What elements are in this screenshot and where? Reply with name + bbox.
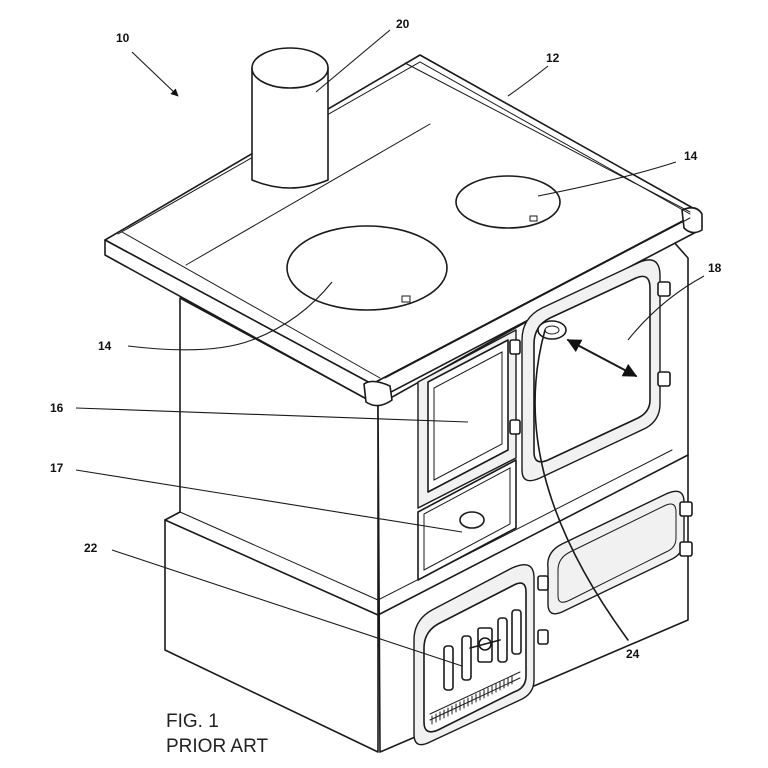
corner-bumper — [363, 380, 393, 407]
figure-caption: FIG. 1 — [166, 711, 219, 732]
hotplate-small — [455, 175, 561, 229]
leader-18 — [627, 275, 705, 341]
ref-20: 20 — [396, 17, 410, 31]
leader-20 — [315, 29, 391, 93]
flue-pipe — [251, 47, 329, 189]
ref-16: 16 — [50, 401, 64, 415]
leader-14-right — [537, 161, 677, 197]
arrow-10 — [131, 51, 179, 97]
leader-14-left — [127, 281, 333, 351]
ref-12: 12 — [546, 51, 560, 65]
ref-14-left: 14 — [98, 339, 112, 353]
oven-knob — [537, 320, 567, 340]
movement-arrow — [566, 339, 638, 377]
firebox-door — [417, 329, 521, 509]
ash-door — [417, 459, 517, 581]
tube-24 — [534, 329, 629, 641]
ref-10: 10 — [116, 31, 130, 45]
ref-22: 22 — [84, 541, 98, 555]
prior-art-caption: PRIOR ART — [166, 736, 268, 757]
base-plinth-left — [164, 519, 379, 616]
ref-17: 17 — [50, 461, 64, 475]
ash-door-knob — [459, 511, 485, 529]
hotplate-small-handle — [529, 215, 538, 222]
leader-12 — [507, 65, 549, 97]
base-plinth-front — [377, 454, 689, 616]
hotplate-large — [286, 225, 448, 311]
hotplate-large-handle — [401, 295, 411, 303]
leader-16 — [75, 407, 469, 423]
ref-14-right: 14 — [684, 149, 698, 163]
leader-17 — [75, 469, 463, 533]
ref-24: 24 — [626, 647, 640, 661]
leader-22 — [111, 549, 463, 667]
storage-drawer — [537, 490, 693, 645]
ref-18: 18 — [708, 261, 722, 275]
vented-lower-door — [413, 564, 535, 746]
